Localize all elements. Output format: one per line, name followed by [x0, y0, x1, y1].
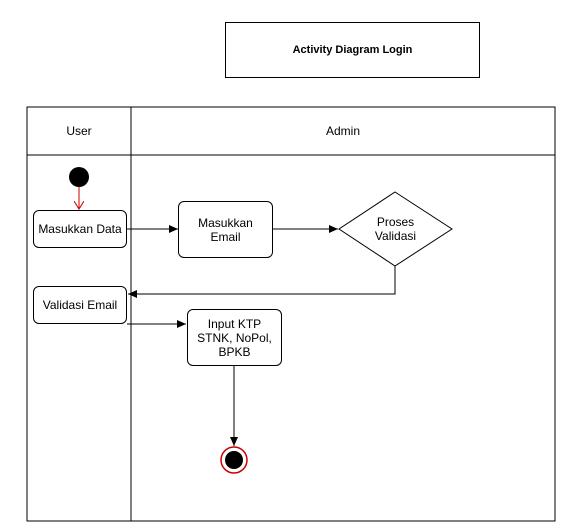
- start-node: [69, 167, 89, 187]
- diagram-title-box: Activity Diagram Login: [225, 22, 480, 78]
- end-node-core: [225, 451, 243, 469]
- lane-label-user: User: [66, 124, 92, 138]
- activity-masukkan-data-label: Masukkan Data: [38, 222, 122, 236]
- diagram-title: Activity Diagram Login: [292, 44, 413, 56]
- activity-validasi-email-label: Validasi Email: [42, 298, 118, 312]
- activity-masukkan-email: Masukkan Email: [178, 201, 273, 258]
- lane-header-user: User: [27, 107, 131, 155]
- activity-masukkan-data: Masukkan Data: [33, 210, 127, 248]
- activity-input-data: Input KTP STNK, NoPol, BPKB: [187, 309, 282, 366]
- activity-validasi-email: Validasi Email: [33, 286, 127, 324]
- activity-input-data-label: Input KTP STNK, NoPol, BPKB: [197, 316, 272, 359]
- activity-masukkan-email-label: Masukkan Email: [198, 215, 253, 244]
- lane-label-admin: Admin: [325, 124, 360, 138]
- edge-validasi-to-validasi-email: [128, 266, 396, 298]
- swimlane-pool: [26, 106, 556, 522]
- lane-header-admin: Admin: [131, 107, 555, 155]
- decision-proses-validasi-label: Proses Validasi: [374, 215, 417, 243]
